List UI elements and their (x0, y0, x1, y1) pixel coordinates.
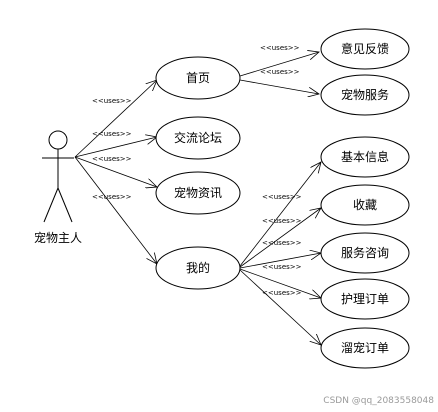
stereotype-mine-care: <<uses>> (262, 263, 302, 271)
usecase-mine[interactable] (155, 246, 241, 290)
usecase-home-label: 首页 (186, 71, 210, 85)
stereotype-mine-favorite: <<uses>> (262, 217, 302, 225)
usecase-mine-label: 我的 (186, 260, 210, 275)
edge-home-feedback (239, 52, 319, 77)
edge-mine-care (239, 268, 321, 298)
stereotype-actor-mine: <<uses>> (92, 193, 132, 201)
stereotype-actor-forum: <<uses>> (92, 130, 132, 138)
usecase-favorite-label: 收藏 (353, 198, 377, 212)
stereotype-home-feedback: <<uses>> (260, 44, 300, 52)
usecase-feedback[interactable] (320, 28, 410, 70)
usecase-favorite[interactable] (320, 184, 410, 226)
usecase-info-label: 基本信息 (341, 149, 389, 164)
edge-actor-home (74, 80, 157, 158)
edge-actor-news (74, 156, 157, 187)
usecase-feedback-label: 意见反馈 (341, 41, 389, 56)
usecase-forum[interactable] (155, 116, 241, 160)
actor-head (48, 130, 68, 150)
usecase-service-label: 宠物服务 (341, 87, 389, 102)
usecase-care-order-label: 护理订单 (341, 292, 389, 306)
usecase-walk-order[interactable] (320, 327, 410, 369)
stereotype-mine-consult: <<uses>> (262, 239, 302, 247)
usecase-news[interactable] (155, 171, 241, 215)
usecase-info[interactable] (320, 136, 410, 178)
stereotype-mine-info: <<uses>> (262, 193, 302, 201)
edge-actor-forum (74, 137, 157, 158)
usecase-care-order[interactable] (320, 278, 410, 320)
usecase-forum-label: 交流论坛 (174, 130, 222, 145)
edge-mine-consult (239, 253, 321, 269)
edge-mine-info (239, 162, 321, 267)
edge-mine-favorite (239, 208, 321, 268)
usecase-news-label: 宠物资讯 (174, 185, 222, 200)
watermark: CSDN @qq_2083558048 (323, 396, 434, 406)
usecase-service[interactable] (320, 74, 410, 116)
actor-left-leg (43, 187, 59, 223)
edge-mine-walk (239, 269, 321, 345)
stereotype-mine-walk: <<uses>> (262, 289, 302, 297)
usecase-walk-order-label: 溜宠订单 (341, 340, 389, 355)
edge-actor-mine (74, 156, 157, 264)
stereotype-actor-news: <<uses>> (92, 155, 132, 163)
actor-stick-figure (42, 130, 74, 223)
usecase-home[interactable] (155, 56, 241, 100)
edge-home-service (239, 79, 319, 94)
usecase-consult[interactable] (320, 232, 410, 274)
actor-right-leg (57, 187, 73, 223)
usecase-consult-label: 服务咨询 (341, 245, 389, 260)
stereotype-actor-home: <<uses>> (92, 97, 132, 105)
actor-label: 宠物主人 (34, 230, 82, 245)
stereotype-home-service: <<uses>> (260, 68, 300, 76)
